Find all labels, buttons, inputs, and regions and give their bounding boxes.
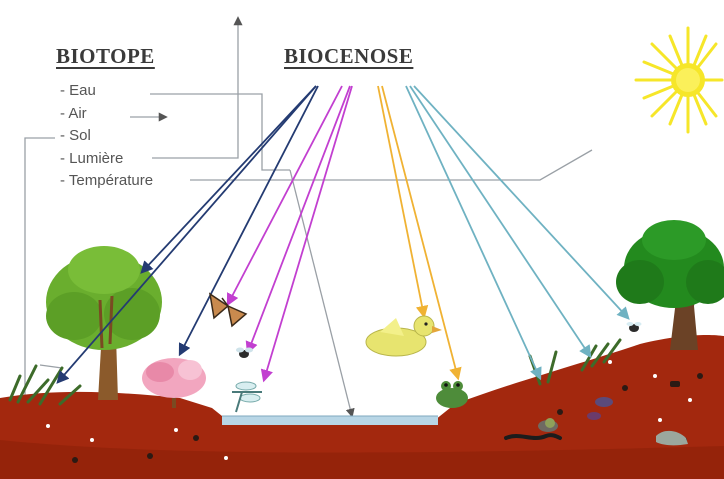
fly-icon <box>236 348 253 359</box>
butterfly-icon <box>210 294 246 326</box>
biotope-item-temperature: - Température <box>60 170 153 193</box>
sun-icon <box>636 28 722 132</box>
arrow-to-soil-life <box>410 86 590 356</box>
arrow-to-duck <box>378 86 424 316</box>
biotope-list: - Eau - Air - Sol - Lumière - Températur… <box>60 80 153 193</box>
arrow-to-bush <box>180 86 318 354</box>
arrow-to-oak <box>414 86 628 318</box>
biotope-item-sol: - Sol <box>60 125 153 148</box>
duck-icon <box>366 316 442 356</box>
frog-icon <box>436 381 468 408</box>
biotope-title: BIOTOPE <box>56 44 155 69</box>
pond <box>222 416 438 425</box>
arrow-to-fly <box>248 86 350 352</box>
biotope-item-air: - Air <box>60 103 153 126</box>
connector-sol <box>25 138 55 412</box>
biotope-item-eau: - Eau <box>60 80 153 103</box>
connector-water <box>290 170 352 416</box>
dragonfly-icon <box>232 382 262 412</box>
biocenose-title: BIOCENOSE <box>284 44 413 69</box>
connector-ground <box>40 365 62 368</box>
connector-lumiere <box>152 18 238 158</box>
bee-icon <box>627 322 642 332</box>
biotope-item-lumiere: - Lumière <box>60 148 153 171</box>
